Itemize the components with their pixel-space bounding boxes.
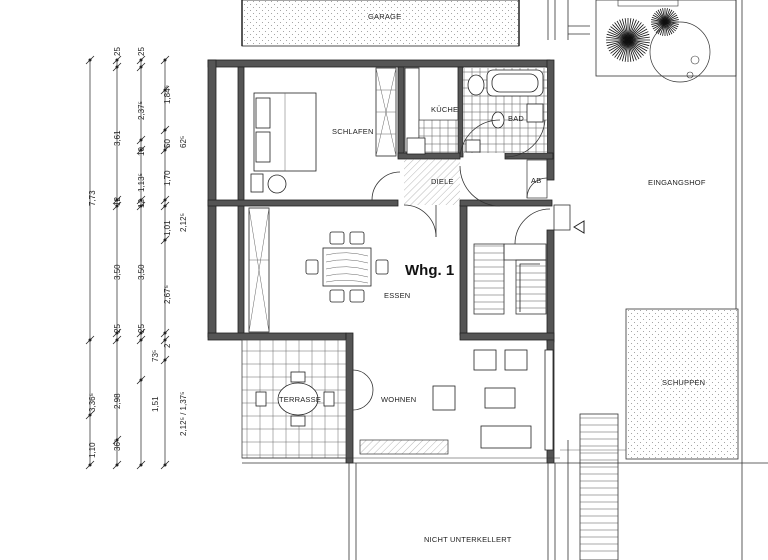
dim-col2-5: 2,98 [113, 393, 122, 409]
dim-col2-6: 36⁵ [113, 439, 122, 451]
dim-col3-7: 1,51 [151, 396, 160, 412]
apartment-title: Whg. 1 [405, 262, 454, 279]
label-essen: ESSEN [384, 291, 410, 300]
cabinet-icon [526, 103, 544, 123]
top-right-strip [547, 0, 737, 77]
dim-col3-4: 12 [137, 199, 146, 208]
dim-col2-4: 25 [113, 324, 122, 333]
label-kueche: KÜCHE [431, 105, 458, 114]
staircase [473, 243, 547, 315]
label-eingangshof: EINGANGSHOF [648, 178, 706, 187]
door-swing-schlafen [371, 171, 401, 201]
schuppen-area [625, 308, 739, 460]
label-wohnen: WOHNEN [381, 395, 416, 404]
tree-outline-icon [649, 21, 711, 83]
living-furniture [359, 349, 554, 455]
entrance-arrow-icon[interactable] [573, 220, 585, 234]
plant-icon [606, 8, 679, 62]
dim-col4-1: 62⁵ [179, 136, 188, 148]
dim-col4-5: 2,12⁵ [179, 213, 188, 232]
entrance-door-swing [514, 208, 551, 245]
dim-col2-3: 3,50 [113, 264, 122, 280]
dim-col1-0: 7,73 [88, 190, 97, 206]
dim-col3-8: 73⁵ [151, 350, 160, 362]
label-schlafen: SCHLAFEN [332, 127, 374, 136]
dim-col1-1: 3,36⁵ [88, 393, 97, 412]
dim-col3-3: 1,13⁵ [137, 173, 146, 192]
dim-col3-2: 10 [137, 147, 146, 156]
garage-area [241, 0, 520, 47]
label-schuppen: SCHUPPEN [662, 378, 705, 387]
dim-col4-8: 2,12⁵ / 1,37⁵ [179, 392, 188, 436]
washbasin-icon [467, 74, 485, 96]
dim-col3-1: 2,37⁵ [137, 101, 146, 120]
dimension-lines [85, 55, 170, 470]
dim-col4-2: 50 [163, 139, 172, 148]
dim-col4-7: 2 [163, 343, 172, 348]
label-bad: BAD [508, 114, 524, 123]
dim-col4-6: 2,67⁵ [163, 285, 172, 304]
bathroom [463, 68, 547, 153]
dim-col4-0: 1,84⁵ [163, 85, 172, 104]
dining-table-icon [305, 231, 389, 303]
dim-col3-6: 25 [137, 324, 146, 333]
dim-col2-2: 12 [113, 197, 122, 206]
label-garage: GARAGE [368, 12, 401, 21]
exterior-stair [579, 413, 619, 560]
dim-col4-3: 1,70 [163, 170, 172, 186]
dim-col1-2: 1,10 [88, 442, 97, 458]
terrace [241, 339, 347, 459]
nicht-unterkellert-area [348, 463, 556, 560]
dim-col2-0: 25 [113, 47, 122, 56]
dim-col3-0: 25 [137, 47, 146, 56]
dim-col4-4: 1,01 [163, 220, 172, 236]
label-ab: AB [531, 176, 541, 185]
kitchen-counter [404, 67, 459, 155]
diele-area [404, 159, 460, 205]
bed-icon [250, 92, 317, 194]
label-terrasse: TERRASSE [279, 395, 321, 404]
label-nicht-unterkellert: NICHT UNTERKELLERT [424, 535, 512, 544]
label-diele: DIELE [431, 177, 454, 186]
dim-col3-5: 3,50 [137, 264, 146, 280]
dim-col2-1: 3,61 [113, 130, 122, 146]
walls [207, 59, 555, 464]
